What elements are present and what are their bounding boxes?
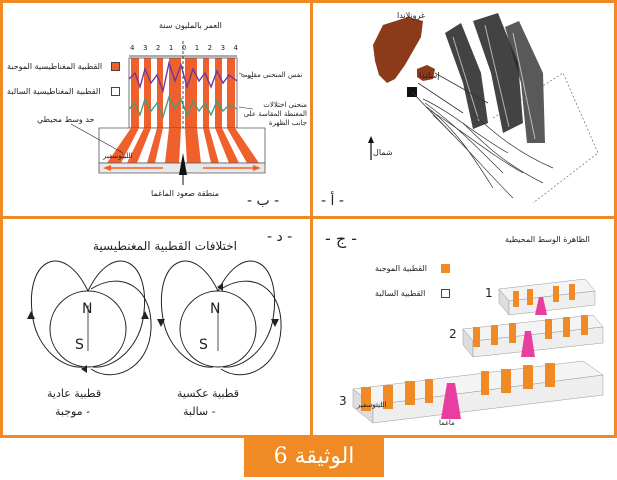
legend-positive-label: القطبية المغناطيسية الموجبة [7, 62, 103, 71]
tick: 1 [194, 44, 200, 52]
panel-c-title: الظاهرة الوسط المحيطية [505, 235, 590, 244]
tick: 0 [181, 44, 187, 52]
curve-inverted-label: نفس المنحنى مقلوب [241, 71, 303, 79]
curve-anomaly [128, 95, 238, 120]
greenland-shape [373, 17, 423, 83]
panel-d-diagram [27, 260, 282, 376]
legend-positive-label: القطبية الموجبة [375, 264, 427, 273]
ridge-band-3 [505, 21, 545, 143]
step-3-block [352, 360, 604, 424]
tick: 2 [207, 44, 213, 52]
iceland-shape [417, 65, 435, 81]
panel-c: - ج - الظاهرة الوسط المحيطية القطبية الم… [313, 219, 614, 435]
normal-label: قطبية عادية [47, 387, 102, 400]
magma-zone-label: منطقة صعود الماغما [151, 189, 219, 198]
tick: 2 [155, 44, 161, 52]
legend-negative-swatch [441, 289, 450, 298]
step-1-block [498, 278, 596, 316]
north-label: شمال [373, 148, 393, 157]
pole-n-reverse: N [210, 301, 221, 317]
panel-d-title: اختلافات القطبية المغنطيسية [93, 239, 237, 253]
panel-a: غرونلاندا إسلندا شمال - أ - [313, 3, 614, 216]
panel-b-diagram [70, 41, 266, 185]
legend-negative-swatch [111, 87, 120, 96]
reverse-polarity-field [161, 260, 282, 376]
step-2-number: 2 [449, 327, 457, 341]
ridge-axis-label: حد وسط محيطي [37, 115, 95, 124]
panel-c-diagram [352, 278, 604, 424]
tick: 3 [220, 44, 226, 52]
panel-d-label: - د - [267, 229, 293, 245]
tick: 4 [130, 44, 135, 52]
reverse-sub: - سالبة [183, 405, 216, 418]
reverse-label: قطبية عكسية [177, 387, 239, 400]
pole-s-normal: S [75, 337, 84, 353]
ridge-band-1 [445, 23, 488, 129]
step-1-number: 1 [485, 286, 493, 300]
pole-n-normal: N [82, 301, 93, 317]
tick: 4 [233, 44, 238, 52]
curve-inverted [128, 60, 238, 94]
legend-negative-label: القطبية السالبة [375, 289, 426, 298]
tick: 1 [168, 44, 174, 52]
age-axis-label: العمر بالمليون سنة [159, 21, 222, 30]
panel-frame-bottom-right [310, 216, 617, 438]
step-2-block [462, 314, 604, 358]
magma-label: ماغما [439, 419, 455, 427]
legend-negative-label: القطبية المغناطيسية السالبة [7, 87, 101, 96]
normal-polarity-field [31, 260, 152, 376]
normal-sub: - موجبة [55, 405, 91, 418]
step-3-number: 3 [339, 394, 347, 408]
curve-anomaly-label: منحنى اختلالات المغنطة المقاسة على جانب … [243, 101, 307, 127]
ridge-band-2 [473, 13, 523, 133]
greenland-label: غرونلاندا [397, 11, 426, 20]
panel-a-map [368, 13, 599, 204]
panel-c-label: - ج - [325, 229, 358, 248]
panel-d: - د - اختلافات القطبية المغنطيسية N S N … [3, 219, 310, 435]
lithosphere-label: الليتوسفير [103, 152, 133, 160]
lithosphere-label: الليتوسفير [357, 401, 387, 409]
panel-a-label: - أ - [321, 193, 344, 209]
legend-positive-swatch [441, 264, 450, 273]
panel-b-label: - ب - [247, 193, 280, 209]
iceland-label: إسلندا [419, 71, 440, 80]
age-ticks: 4 3 2 1 0 1 2 3 4 [130, 44, 238, 52]
document-title: الوثيقة 6 [244, 437, 384, 477]
legend-positive-swatch [111, 62, 120, 71]
panel-b: العمر بالمليون سنة 4 3 2 1 0 1 2 3 4 الق… [3, 3, 310, 216]
pole-s-reverse: S [199, 337, 208, 353]
tick: 3 [142, 44, 148, 52]
